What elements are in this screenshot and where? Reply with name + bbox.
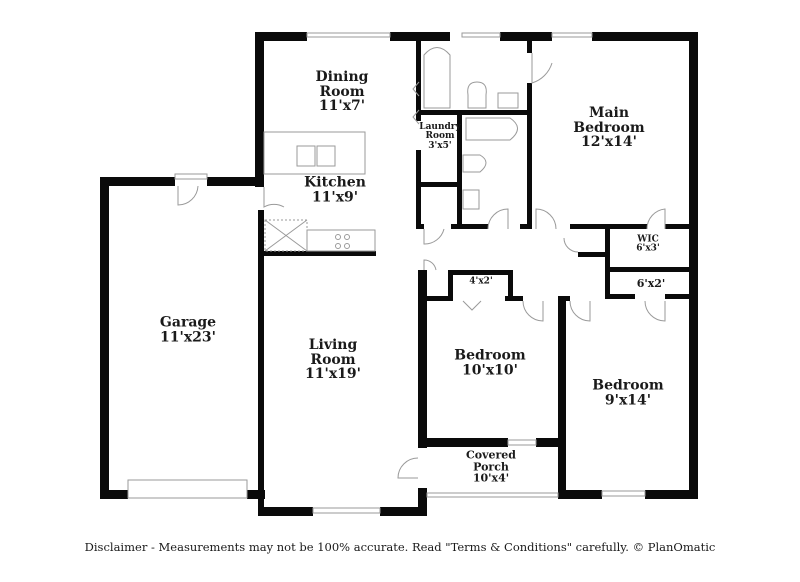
- room-size: 3'x5': [428, 140, 452, 151]
- room-size: 9'x14': [604, 392, 652, 408]
- room-name: Living: [308, 336, 358, 353]
- room-label-main-bedroom: Main Bedroom 12'x14': [573, 106, 644, 150]
- room-size: 11'x9': [311, 189, 359, 205]
- room-size: 4'x2': [469, 276, 493, 287]
- room-name: Garage: [159, 314, 217, 331]
- room-label-living-room: Living Room 11'x19': [305, 338, 361, 382]
- room-label-bedroom-9x14: Bedroom 9'x14': [592, 378, 663, 407]
- room-label-closet-6x2: 6'x2': [637, 278, 666, 290]
- room-name: WIC: [637, 234, 659, 245]
- room-size: 6'x3': [636, 244, 660, 254]
- room-name: Room: [310, 351, 356, 368]
- room-size: 11'x7': [318, 98, 366, 115]
- room-name: Room: [319, 83, 365, 100]
- windows: [127, 32, 646, 514]
- room-size: 10'x10': [462, 362, 518, 378]
- room-label-kitchen: Kitchen 11'x9': [304, 175, 366, 204]
- room-name: Bedroom: [592, 377, 664, 394]
- room-name: Laundry: [419, 121, 461, 132]
- room-name: Room: [425, 131, 455, 142]
- room-name: Porch: [473, 460, 509, 474]
- room-name: Kitchen: [304, 174, 366, 191]
- room-size: 6'x2': [636, 277, 666, 291]
- room-size: 10'x4': [472, 471, 510, 485]
- room-label-laundry-room: Laundry Room 3'x5': [419, 121, 461, 151]
- room-label-bedroom-10x10: Bedroom 10'x10': [454, 348, 525, 377]
- room-label-wic: WIC 6'x3': [636, 234, 660, 255]
- room-name: Covered: [466, 448, 516, 462]
- room-label-dining-room: Dining Room 11'x7': [316, 70, 369, 114]
- walls: [100, 32, 698, 516]
- room-name: Main: [588, 104, 630, 121]
- room-label-covered-porch: Covered Porch 10'x4': [466, 450, 516, 485]
- room-label-closet-4x2: 4'x2': [469, 276, 493, 287]
- room-name: Bedroom: [573, 119, 645, 136]
- room-name: Dining: [315, 68, 369, 85]
- room-size: 12'x14': [581, 134, 637, 151]
- doors: [177, 53, 666, 479]
- disclaimer-text: Disclaimer - Measurements may not be 100…: [84, 540, 716, 554]
- room-size: 11'x19': [305, 366, 361, 383]
- room-label-garage: Garage 11'x23': [160, 315, 216, 344]
- fixtures: [263, 47, 519, 252]
- room-name: Bedroom: [454, 347, 526, 364]
- room-size: 11'x23': [160, 329, 216, 345]
